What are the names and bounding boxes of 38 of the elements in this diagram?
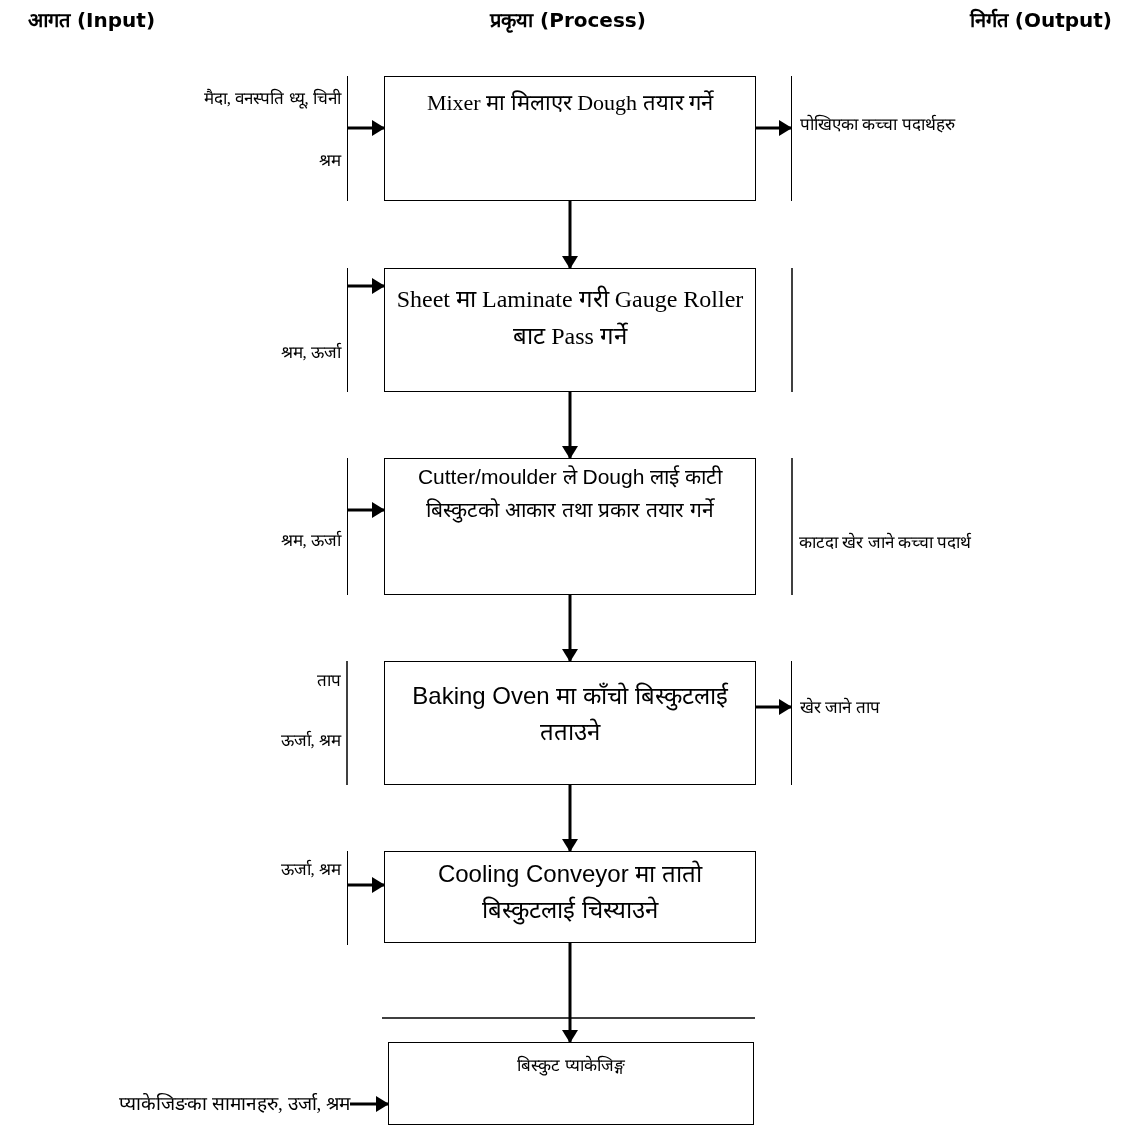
- process-box: [384, 458, 756, 595]
- arrow: [562, 392, 578, 459]
- process-box: [384, 851, 756, 943]
- input-text: ताप: [317, 670, 341, 691]
- arrow: [562, 943, 578, 1043]
- process-step-text: Sheet मा Laminate गरी Gauge Roller बाट Pass गर्ने: [395, 284, 745, 352]
- input-text: मैदा, वनस्पति ध्यू, चिनी: [203, 87, 341, 109]
- process-box: [384, 268, 756, 392]
- process-step-text: बिस्कुट प्याकेजिङ्ग: [516, 1055, 626, 1078]
- output-text: काटदा खेर जाने कच्चा पदार्थ: [799, 531, 971, 553]
- arrow: [562, 785, 578, 852]
- input-text: श्रम, ऊर्जा: [280, 341, 341, 363]
- input-text: प्याकेजिङका सामानहरु, उर्जा, श्रम: [6, 1090, 350, 1118]
- process-step-text: Cutter/moulder ले Dough लाई काटी बिस्कुटको आकार तथा प्रकार तयार गर्ने: [416, 464, 724, 525]
- arrow: [756, 120, 792, 136]
- arrow: [348, 120, 385, 136]
- process-box: [384, 76, 756, 201]
- arrow: [348, 278, 385, 294]
- arrow: [756, 699, 792, 715]
- arrow: [350, 1096, 389, 1112]
- arrow: [562, 201, 578, 269]
- arrow: [348, 877, 385, 893]
- process-step-text: Cooling Conveyor मा तातो बिस्कुटलाई चिस्याउने: [436, 859, 704, 927]
- process-step-text: Baking Oven मा काँचो बिस्कुटलाई तताउने: [411, 681, 729, 747]
- input-text: ऊर्जा, श्रम: [280, 858, 341, 880]
- process-box: [388, 1042, 754, 1125]
- output-text: पोखिएका कच्चा पदार्थहरु: [800, 113, 955, 135]
- process-box: [384, 661, 756, 785]
- input-text: श्रम: [319, 150, 341, 171]
- column-heading: निर्गत (Output): [969, 7, 1112, 33]
- input-text: ऊर्जा, श्रम: [280, 729, 341, 751]
- arrow: [562, 595, 578, 662]
- arrow: [348, 502, 385, 518]
- input-text: श्रम, ऊर्जा: [280, 529, 341, 551]
- process-step-text: Mixer मा मिलाएर Dough तयार गर्ने: [425, 89, 715, 117]
- column-heading: आगत (Input): [28, 7, 156, 33]
- output-text: खेर जाने ताप: [800, 696, 880, 718]
- column-heading: प्रकृया (Process): [490, 7, 646, 33]
